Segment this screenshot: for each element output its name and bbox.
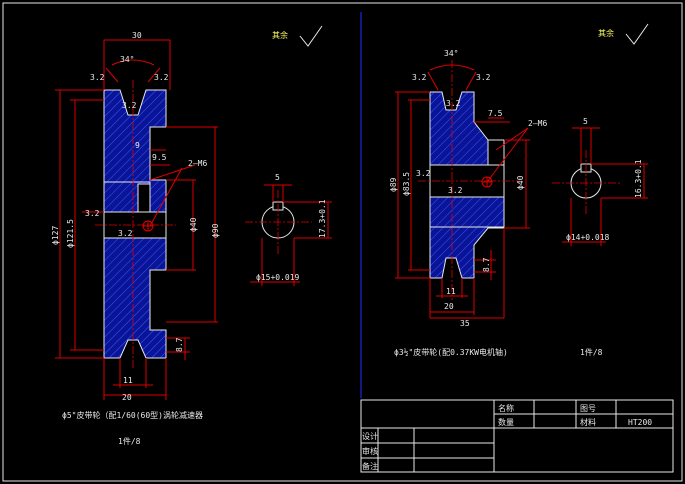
right-qty: 1件/8	[580, 347, 603, 357]
left-key-w: 5	[275, 173, 280, 182]
left-dim-95: 9.5	[152, 153, 167, 162]
tb-qty-label: 数量	[498, 417, 514, 427]
tb-material-label: 材料	[580, 417, 596, 427]
tb-material: HT200	[628, 418, 652, 427]
left-dim-20: 20	[122, 393, 132, 402]
left-dim-9: 9	[135, 141, 140, 150]
right-key-view: 5 16.3+0.1 ϕ14+0.018	[552, 117, 648, 246]
right-key-depth: 16.3+0.1	[634, 159, 643, 198]
left-key-bore: ϕ15+0.019	[256, 273, 300, 282]
left-key-view: 5 17.3+0.1 ϕ15+0.019	[245, 173, 332, 286]
left-rough-right: 3.2	[154, 73, 169, 82]
tb-row3: 备注	[362, 461, 378, 471]
left-rough-bore: 3.2	[118, 229, 133, 238]
left-qty: 1件/8	[118, 436, 141, 446]
left-d127: ϕ127	[51, 226, 60, 245]
tb-drawing-no-label: 图号	[580, 404, 596, 413]
right-d40: ϕ40	[516, 175, 525, 190]
right-screw: 2—M6	[528, 119, 547, 128]
right-dim-75: 7.5	[488, 109, 503, 118]
left-screw: 2—M6	[188, 159, 207, 168]
right-surface-symbol	[625, 23, 649, 45]
right-bore-hatch	[429, 196, 505, 228]
left-dim-11: 11	[123, 376, 133, 385]
left-surface-symbol	[299, 25, 323, 47]
left-angle: 34°	[120, 55, 134, 64]
right-rough-mid: 3.2	[416, 169, 431, 178]
right-surface-note: 其余	[598, 28, 614, 38]
left-caption: ϕ5"皮带轮（配1/60(60型)涡轮减速器	[62, 410, 203, 420]
left-rough-mid: 3.2	[85, 209, 100, 218]
right-rough-right: 3.2	[476, 73, 491, 82]
right-key-w: 5	[583, 117, 588, 126]
left-surface-note: 其余	[272, 30, 288, 40]
left-key-depth: 17.3+0.1	[318, 199, 327, 238]
right-d835: ϕ83.5	[402, 172, 411, 196]
right-key-bore: ϕ14+0.018	[566, 233, 610, 242]
right-pulley-section: 34° 3.2 3.2 3.2 7.5 2—M6 3.2 3.2 ϕ89 ϕ83…	[389, 23, 649, 357]
right-caption: ϕ3½"皮带轮(配0.37KW电机轴)	[394, 347, 508, 357]
right-angle: 34°	[444, 49, 458, 58]
left-dim-87: 8.7	[175, 337, 184, 352]
left-d40: ϕ40	[189, 217, 198, 232]
right-dim-35: 35	[460, 319, 470, 328]
tb-row2: 审核	[362, 446, 378, 456]
right-dim-87: 8.7	[482, 257, 491, 272]
right-rough-inner: 3.2	[448, 186, 463, 195]
right-d89: ϕ89	[389, 177, 398, 192]
right-hub-slot	[487, 139, 505, 166]
right-dim-20: 20	[444, 302, 454, 311]
left-top-width: 30	[132, 31, 142, 40]
left-hub-slot	[137, 183, 151, 213]
left-groove-rough: 3.2	[122, 101, 137, 110]
left-rough-left: 3.2	[90, 73, 105, 82]
left-pulley-section: 30 34° 3.2 3.2 3.2 9 9.5 2—M6 3.2 3.2 ϕ1…	[51, 25, 323, 446]
right-dim-11: 11	[446, 287, 456, 296]
title-block: 名称 图号 数量 材料 HT200 设计 审核 备注	[360, 399, 674, 473]
left-d1215: ϕ121.5	[66, 219, 75, 248]
tb-name-label: 名称	[498, 403, 514, 413]
right-rough-left: 3.2	[412, 73, 427, 82]
tb-row1: 设计	[362, 431, 378, 441]
left-d90: ϕ90	[211, 223, 220, 238]
right-groove-rough: 3.2	[446, 99, 461, 108]
